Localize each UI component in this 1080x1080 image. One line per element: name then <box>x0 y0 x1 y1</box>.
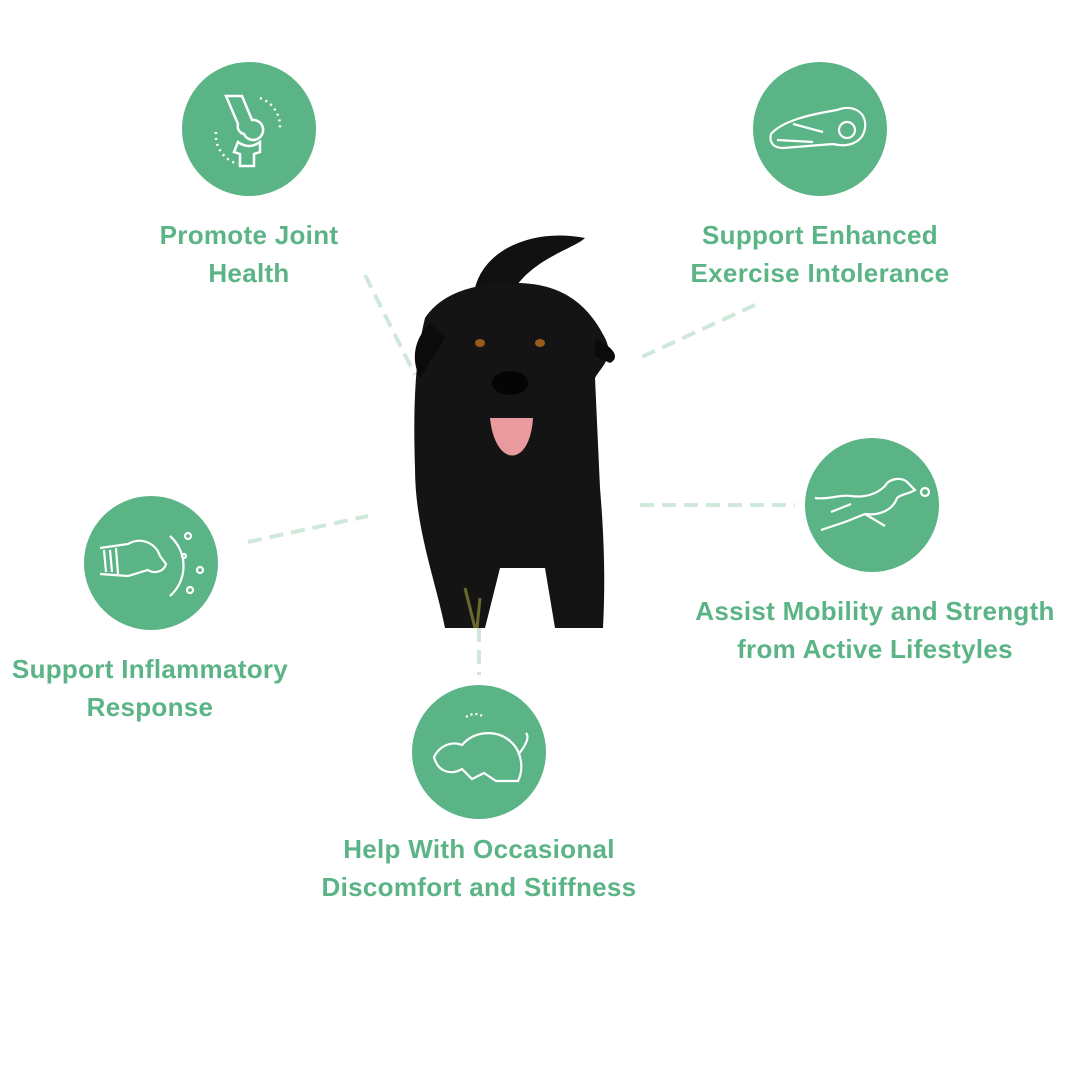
connector-joint <box>363 274 417 376</box>
label-line: Health <box>208 258 290 288</box>
label-line: Support Inflammatory <box>11 654 289 684</box>
benefit-label-exercise: Support Enhanced Exercise Intolerance <box>665 216 975 292</box>
label-line: Exercise Intolerance <box>690 258 950 288</box>
label-line: Discomfort and Stiffness <box>321 872 637 902</box>
connector-inflammatory <box>247 514 369 544</box>
label-line: Promote Joint <box>159 220 339 250</box>
benefit-label-joint: Promote Joint Health <box>119 216 379 292</box>
label-line: from Active Lifestyles <box>737 634 1013 664</box>
benefit-label-inflammatory: Support Inflammatory Response <box>0 650 310 726</box>
benefit-label-mobility: Assist Mobility and Strength from Active… <box>665 592 1080 668</box>
resting-dog-icon <box>753 62 887 196</box>
label-line: Response <box>86 692 214 722</box>
joint-icon <box>182 62 316 196</box>
label-line: Support Enhanced <box>702 220 938 250</box>
benefit-label-discomfort: Help With Occasional Discomfort and Stif… <box>299 830 659 906</box>
label-line: Help With Occasional <box>343 834 615 864</box>
connector-exercise <box>634 303 756 362</box>
running-dog-icon <box>805 438 939 572</box>
black-labrador-photo <box>414 235 615 629</box>
dog-inflammation-icon <box>84 496 218 630</box>
label-line: Assist Mobility and Strength <box>695 596 1055 626</box>
sitting-dog-icon <box>412 685 546 819</box>
